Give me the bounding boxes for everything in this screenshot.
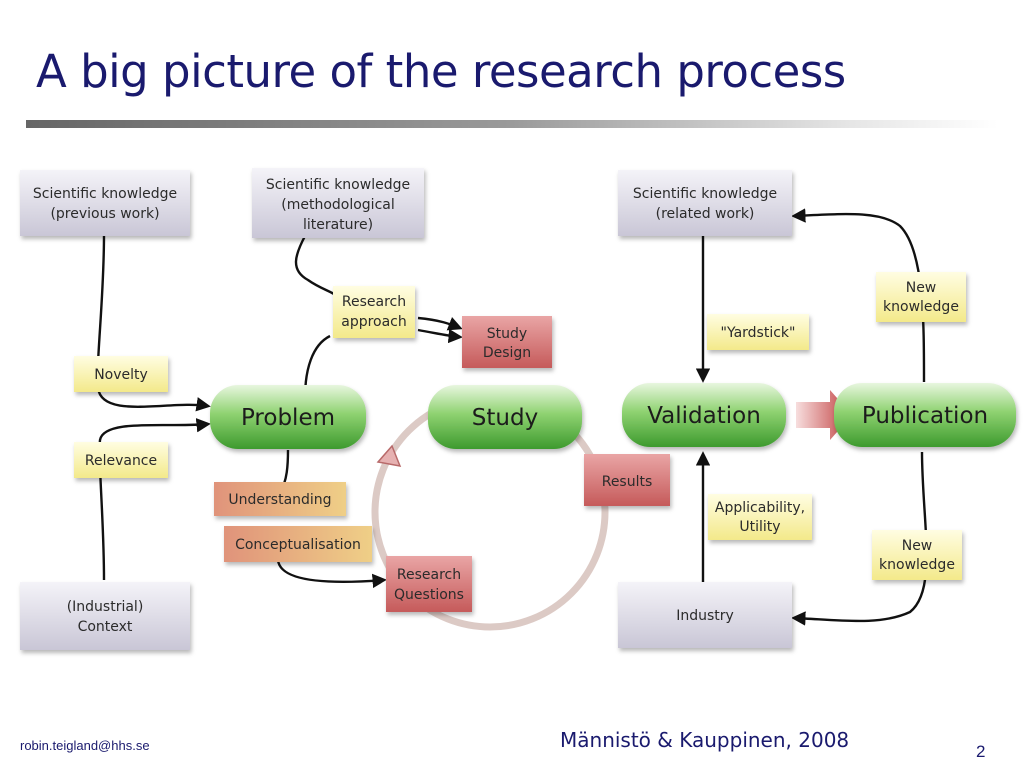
tag-relevance-l1: Relevance xyxy=(85,453,157,469)
box-sci-knowledge-previous-l1: Scientific knowledge xyxy=(33,186,177,202)
stage-publication: Publication xyxy=(834,383,1016,447)
tag-applicability-l1: Applicability, xyxy=(715,500,805,516)
connector-approach-to-study-design xyxy=(417,316,463,331)
slide-title: A big picture of the research process xyxy=(36,45,846,98)
box-industrial-context: (Industrial) Context xyxy=(20,582,190,650)
box-sci-knowledge-method: Scientific knowledge (methodological lit… xyxy=(252,168,424,238)
box-sci-knowledge-previous: Scientific knowledge (previous work) xyxy=(20,170,190,236)
box-research-questions-l2: Questions xyxy=(394,587,464,603)
box-research-questions: Research Questions xyxy=(386,556,472,612)
tag-research-approach-l2: approach xyxy=(341,314,407,330)
tag-relevance: Relevance xyxy=(74,442,168,478)
connector-publication-to-sci-related xyxy=(791,208,926,383)
box-study-design-l1: Study xyxy=(487,326,527,342)
box-results: Results xyxy=(584,454,670,506)
tag-research-approach-l1: Research xyxy=(342,294,406,310)
box-sci-knowledge-related-l2: (related work) xyxy=(656,206,755,222)
stage-problem-label: Problem xyxy=(241,405,335,431)
connector-approach-to-study-design-2 xyxy=(417,328,463,344)
box-sci-knowledge-method-l2: (methodological xyxy=(281,197,395,213)
tag-research-approach: Research approach xyxy=(333,286,415,338)
box-industry-l1: Industry xyxy=(676,608,734,624)
connector-sci-method-to-approach xyxy=(294,235,340,299)
tag-new-knowledge-bottom-l2: knowledge xyxy=(879,557,955,573)
title-rule xyxy=(26,120,998,128)
tag-new-knowledge-bottom-l1: New xyxy=(902,538,933,554)
stage-validation-label: Validation xyxy=(647,403,761,429)
connector-industrial-to-problem xyxy=(98,418,211,581)
tag-new-knowledge-top-l1: New xyxy=(906,280,937,296)
stage-study-label: Study xyxy=(472,405,538,431)
box-sci-knowledge-related-l1: Scientific knowledge xyxy=(633,186,777,202)
box-understanding: Understanding xyxy=(214,482,346,516)
stage-publication-label: Publication xyxy=(862,403,988,429)
footer-citation: Männistö & Kauppinen, 2008 xyxy=(560,728,850,752)
box-industry: Industry xyxy=(618,582,792,648)
box-sci-knowledge-method-l3: literature) xyxy=(303,217,373,233)
footer-email: robin.teigland@hhs.se xyxy=(20,738,150,753)
box-research-questions-l1: Research xyxy=(397,567,461,583)
box-understanding-l1: Understanding xyxy=(228,492,331,508)
stage-problem: Problem xyxy=(210,385,366,449)
cycle-arrowhead xyxy=(376,444,402,467)
connector-publication-to-industry xyxy=(791,451,928,626)
tag-novelty: Novelty xyxy=(74,356,168,392)
tag-yardstick: "Yardstick" xyxy=(707,314,809,350)
tag-applicability: Applicability, Utility xyxy=(708,494,812,540)
connector-problem-to-understanding xyxy=(282,449,290,485)
page-number: 2 xyxy=(976,742,986,761)
box-sci-knowledge-previous-l2: (previous work) xyxy=(50,206,159,222)
tag-yardstick-l1: "Yardstick" xyxy=(721,325,796,341)
box-study-design: Study Design xyxy=(462,316,552,368)
box-industrial-context-l2: Context xyxy=(78,619,133,635)
box-conceptualisation-l1: Conceptualisation xyxy=(235,537,361,553)
connector-to-research-questions xyxy=(276,559,387,589)
box-industrial-context-l1: (Industrial) xyxy=(67,599,144,615)
box-conceptualisation: Conceptualisation xyxy=(224,526,372,562)
stage-study: Study xyxy=(428,385,582,449)
box-sci-knowledge-method-l1: Scientific knowledge xyxy=(266,177,410,193)
tag-new-knowledge-top: New knowledge xyxy=(876,272,966,322)
tag-novelty-l1: Novelty xyxy=(94,367,148,383)
tag-new-knowledge-bottom: New knowledge xyxy=(872,530,962,580)
box-sci-knowledge-related: Scientific knowledge (related work) xyxy=(618,170,792,236)
tag-new-knowledge-top-l2: knowledge xyxy=(883,299,959,315)
tag-applicability-l2: Utility xyxy=(739,519,780,535)
box-results-l1: Results xyxy=(602,474,653,490)
box-study-design-l2: Design xyxy=(483,345,531,361)
stage-validation: Validation xyxy=(622,383,786,447)
